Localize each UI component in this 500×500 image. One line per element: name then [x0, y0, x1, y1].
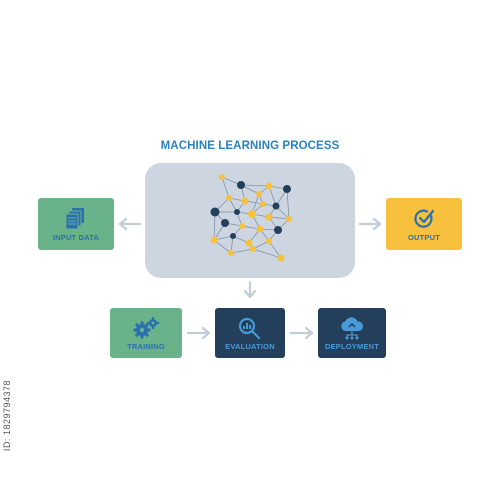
network-node: [250, 246, 256, 252]
training-label: TRAINING: [127, 341, 165, 351]
deployment-box: DEPLOYMENT: [318, 308, 386, 358]
check-circle-icon: [414, 209, 435, 228]
cloud-network-icon: [341, 316, 364, 339]
network-node: [260, 201, 266, 207]
network-node: [239, 223, 245, 229]
input-data-box: INPUT DATA: [38, 198, 114, 250]
diagram-title: MACHINE LEARNING PROCESS: [160, 140, 340, 152]
network-node: [237, 181, 245, 189]
network-node: [266, 238, 272, 244]
arrow-evaluation-to-deployment: [289, 326, 314, 340]
network-node: [219, 174, 225, 180]
evaluation-label: EVALUATION: [225, 341, 275, 351]
neural-network-icon: [210, 174, 292, 262]
network-node: [248, 210, 256, 218]
network-node: [265, 182, 273, 190]
evaluation-box: EVALUATION: [215, 308, 285, 358]
network-node: [230, 233, 236, 239]
neural-network-panel: [145, 163, 355, 278]
network-edge: [213, 239, 232, 254]
side-id-text: ID: 1829794378: [2, 380, 12, 452]
network-edge: [230, 248, 254, 254]
output-label: OUTPUT: [407, 232, 441, 242]
network-node: [272, 202, 280, 210]
network-edge: [286, 188, 290, 220]
network-node: [234, 209, 240, 215]
network-edge: [213, 211, 216, 241]
network-edge: [240, 184, 270, 187]
arrow-training-to-evaluation: [186, 326, 211, 340]
network-node: [265, 213, 273, 221]
arrow-to-output: [358, 217, 382, 231]
gears-icon: [133, 316, 159, 338]
network-node: [256, 225, 264, 233]
arrow-to-evaluation: [243, 280, 257, 299]
documents-icon: [65, 207, 84, 229]
arrow-to-input: [118, 217, 142, 231]
network-node: [245, 239, 253, 247]
network-edge: [252, 248, 282, 259]
deployment-label: DEPLOYMENT: [324, 341, 380, 351]
network-edge: [268, 185, 277, 207]
network-edge: [221, 176, 230, 199]
training-box: TRAINING: [110, 308, 182, 358]
network-node: [226, 195, 232, 201]
network-node: [256, 191, 262, 197]
network-node: [283, 185, 291, 193]
network-node: [221, 219, 229, 227]
network-node: [210, 207, 220, 217]
network-node: [277, 254, 285, 262]
network-node: [286, 216, 292, 222]
output-box: OUTPUT: [386, 198, 462, 250]
network-node: [241, 197, 249, 205]
network-node: [228, 250, 234, 256]
network-node: [210, 236, 218, 244]
magnifier-icon: [238, 317, 261, 339]
network-node: [274, 226, 282, 234]
input-data-label: INPUT DATA: [52, 232, 100, 242]
